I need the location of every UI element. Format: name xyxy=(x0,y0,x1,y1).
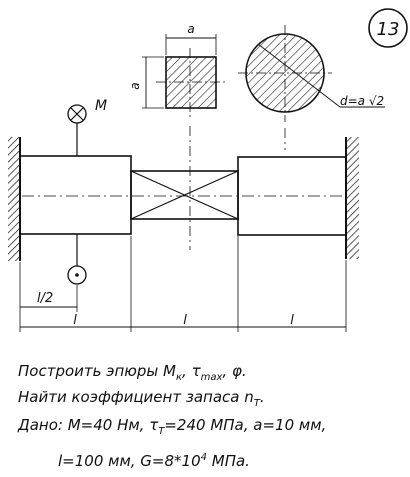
square-height-label: a xyxy=(128,82,142,89)
dimension-lines: l/2 l l l xyxy=(19,236,347,332)
moment-symbol: M xyxy=(67,98,107,156)
half-length-label: l/2 xyxy=(37,291,53,306)
square-section: a a xyxy=(128,22,226,118)
moment-label: M xyxy=(95,98,107,114)
task-line-3: Дано: M=40 Нм, τT=240 МПа, a=10 мм, xyxy=(18,416,327,437)
problem-number-badge: 13 xyxy=(368,8,408,48)
task-line-1: Построить эпюры Mк, τmax, φ. xyxy=(18,362,247,383)
problem-number: 13 xyxy=(377,19,400,40)
left-wall xyxy=(8,137,21,261)
shaft-segment-middle xyxy=(130,170,239,220)
right-wall xyxy=(345,137,359,259)
length-label-3: l xyxy=(290,313,294,328)
length-label-1: l xyxy=(73,313,77,328)
square-width-label: a xyxy=(187,22,194,36)
shaft-segment-left xyxy=(19,155,132,235)
length-label-2: l xyxy=(183,313,187,328)
circle-section: d=a √2 xyxy=(238,25,385,122)
task-line-2: Найти коэффициент запаса nT. xyxy=(18,388,265,409)
task-line-4: l=100 мм, G=8*104 МПа. xyxy=(58,452,250,470)
diameter-label: d=a √2 xyxy=(340,94,384,108)
moment-dot-symbol xyxy=(67,234,87,285)
